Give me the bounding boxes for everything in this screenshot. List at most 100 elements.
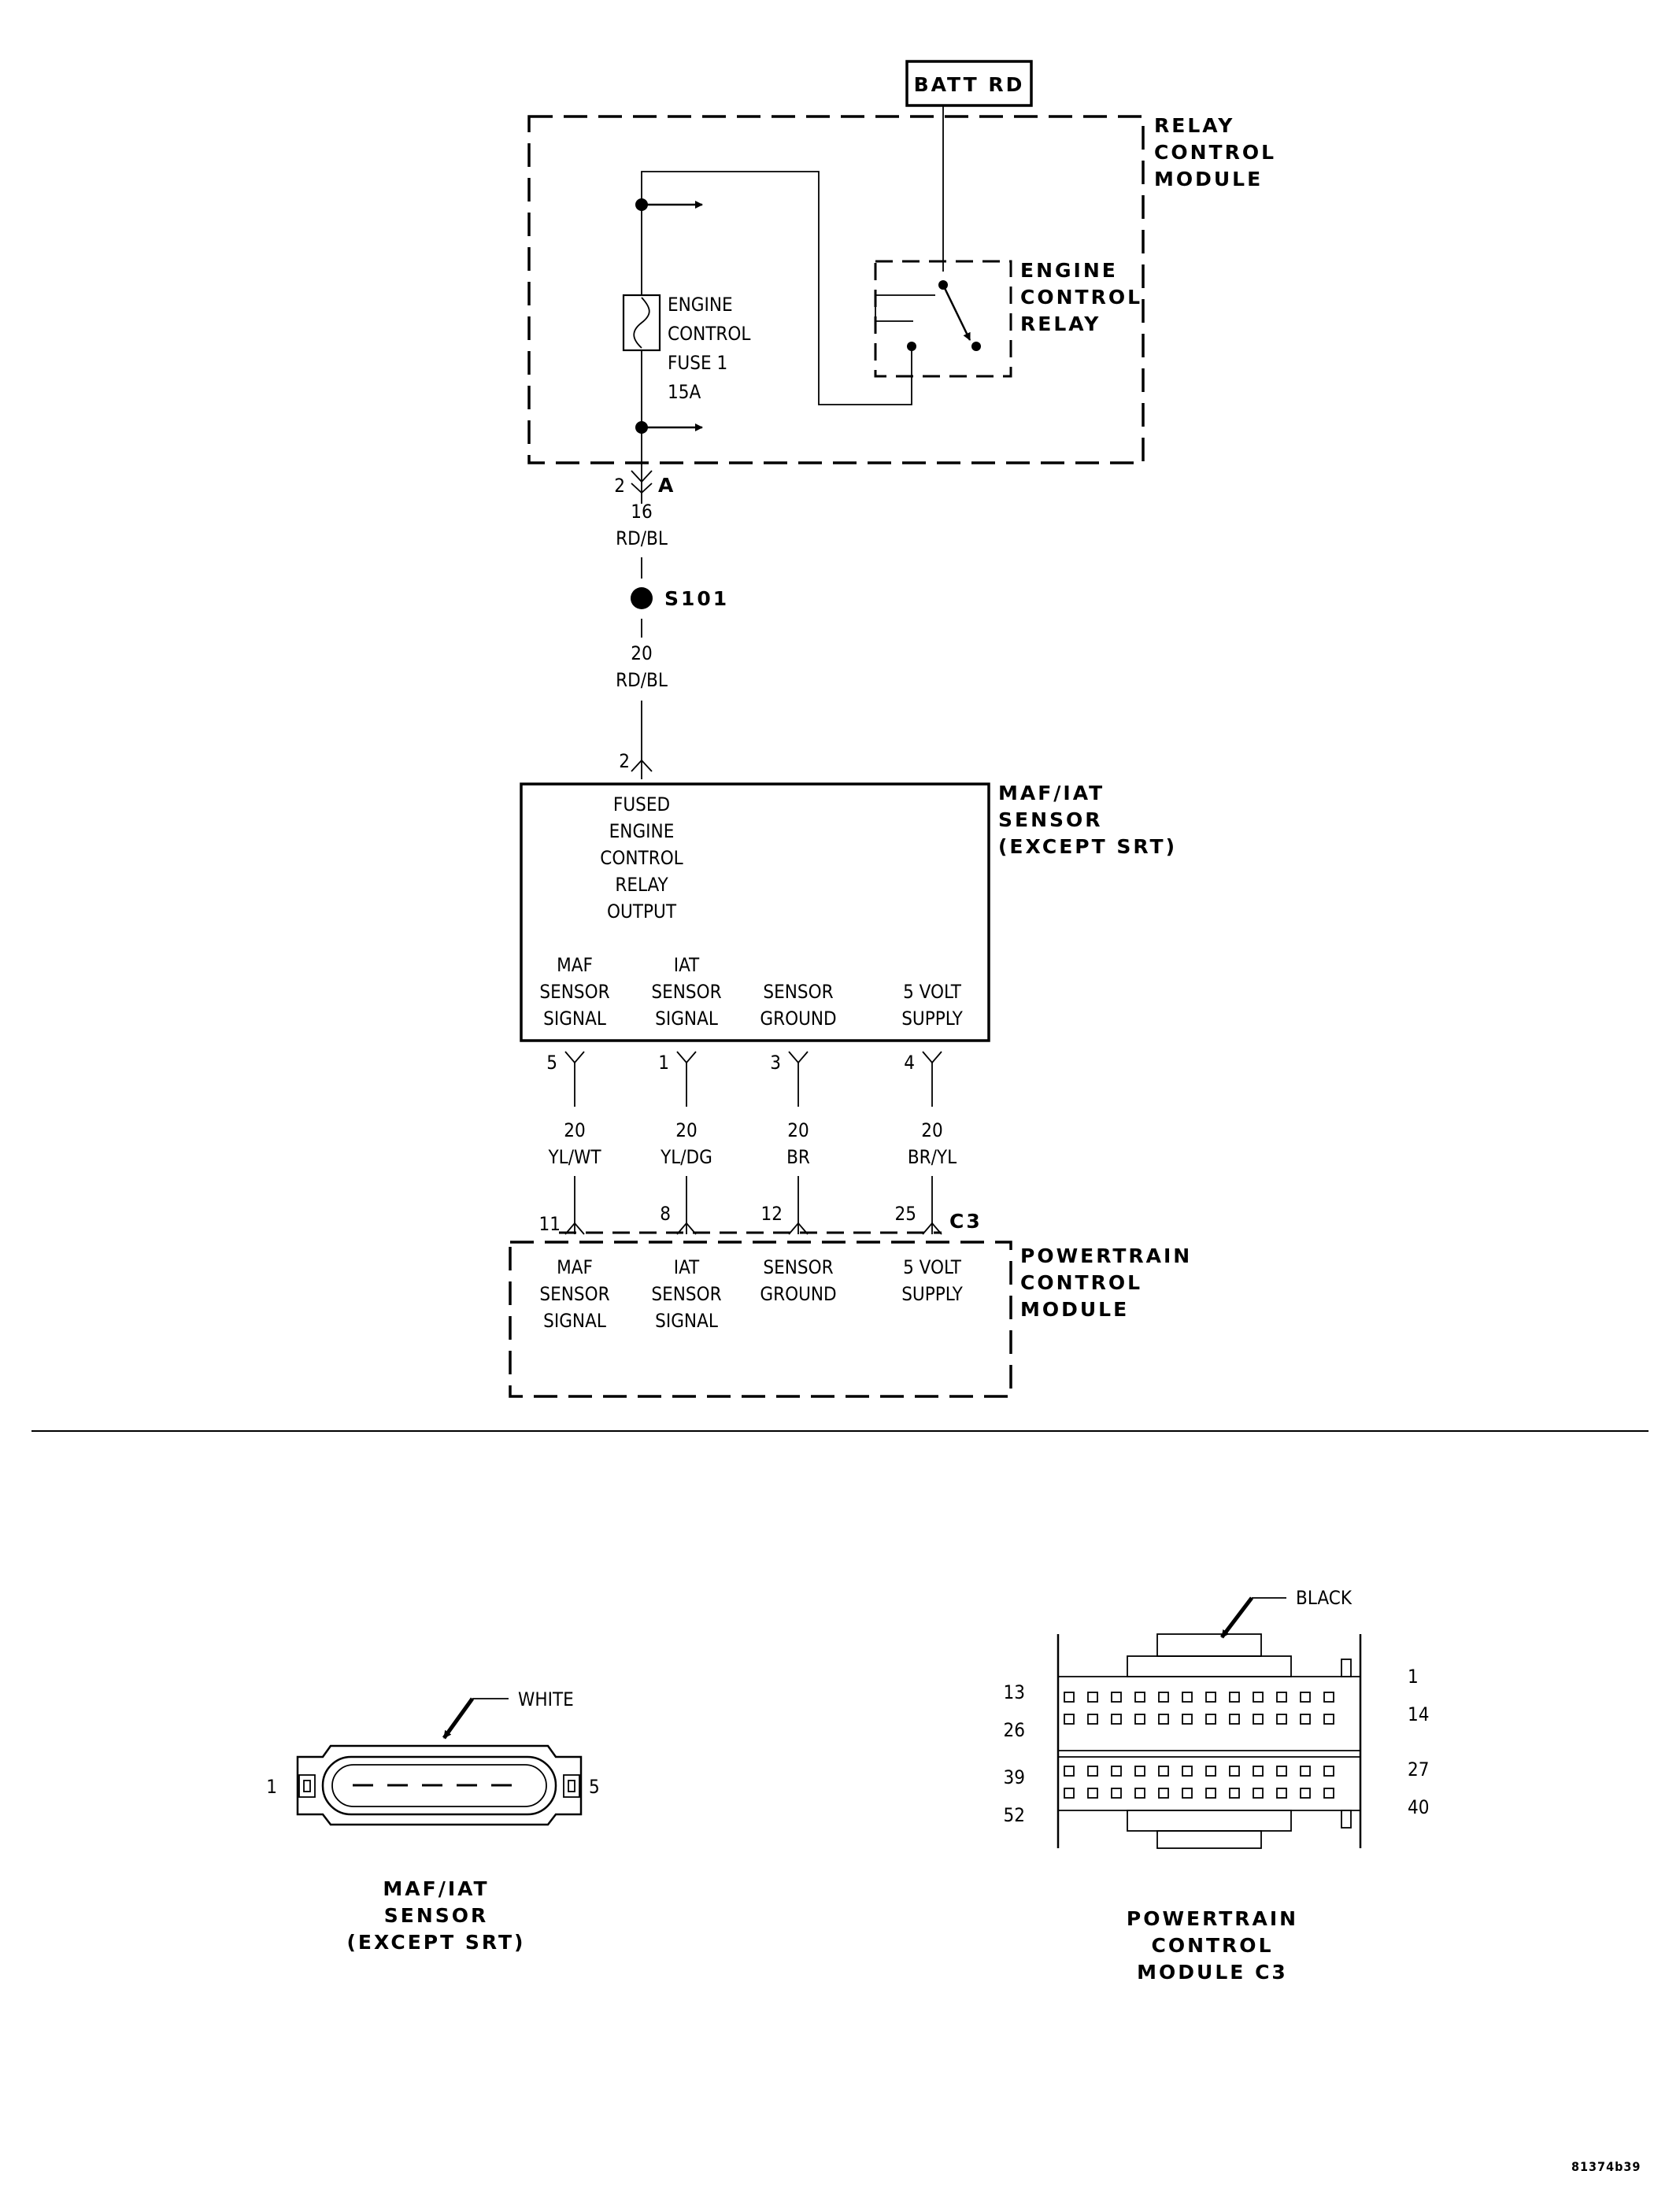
svg-text:5: 5	[546, 1052, 557, 1074]
powertrain-control-module-title: POWERTRAIN CONTROL MODULE	[1020, 1244, 1192, 1321]
svg-text:CONTROL: CONTROL	[1020, 1271, 1142, 1294]
svg-text:POWERTRAIN: POWERTRAIN	[1127, 1907, 1298, 1930]
svg-text:BR/YL: BR/YL	[908, 1146, 957, 1168]
svg-text:3: 3	[770, 1052, 781, 1074]
svg-text:11: 11	[539, 1213, 561, 1235]
svg-text:FUSED: FUSED	[613, 793, 670, 815]
maf-connector-color: WHITE	[518, 1688, 574, 1710]
svg-text:YL/WT: YL/WT	[547, 1146, 601, 1168]
relay-switch	[907, 280, 981, 351]
svg-text:POWERTRAIN: POWERTRAIN	[1020, 1244, 1192, 1267]
svg-text:1: 1	[658, 1052, 669, 1074]
pcm-pin-40: 40	[1408, 1796, 1429, 1818]
svg-text:SIGNAL: SIGNAL	[543, 1310, 606, 1332]
pcm-pin-26: 26	[1004, 1719, 1025, 1741]
connector-a-symbol	[631, 457, 653, 504]
maf-connector-pin-5: 5	[589, 1776, 600, 1798]
svg-text:ENGINE: ENGINE	[668, 294, 733, 316]
fuse-symbol	[622, 294, 661, 352]
svg-text:20: 20	[564, 1119, 585, 1141]
circuit-sensor-ground: SENSOR GROUND 3 20 BR 12 SENSOR GROUND	[760, 981, 836, 1305]
wire-a-gauge: 16	[631, 501, 652, 523]
svg-text:SENSOR: SENSOR	[651, 1283, 721, 1305]
circuit-iat-sensor-signal: IAT SENSOR SIGNAL 1 20 YL/DG 8 IAT SENSO…	[651, 954, 721, 1332]
wire-a-color: RD/BL	[616, 527, 668, 549]
wire-b-color: RD/BL	[616, 669, 668, 691]
white-pointer-arrow	[442, 1697, 475, 1740]
svg-text:CONTROL: CONTROL	[1154, 141, 1276, 164]
svg-text:SENSOR: SENSOR	[539, 1283, 609, 1305]
connector-a-pin: 2	[614, 475, 625, 497]
fused-output-label: FUSED ENGINE CONTROL RELAY OUTPUT	[600, 793, 683, 923]
batt-rd-box: BATT RD	[905, 60, 1033, 107]
pcm-pin-52: 52	[1004, 1804, 1025, 1826]
svg-text:SENSOR: SENSOR	[384, 1904, 489, 1927]
svg-text:SENSOR: SENSOR	[763, 1256, 833, 1278]
pcm-pin-13: 13	[1004, 1681, 1025, 1703]
svg-text:SIGNAL: SIGNAL	[543, 1008, 606, 1030]
maf-iat-sensor-box	[520, 782, 990, 1042]
engine-control-relay-title: ENGINE CONTROL RELAY	[1020, 259, 1142, 335]
svg-text:GROUND: GROUND	[760, 1283, 836, 1305]
svg-text:SUPPLY: SUPPLY	[901, 1283, 963, 1305]
circuit-maf-sensor-signal: MAF SENSOR SIGNAL 5 20 YL/WT 11 MAF SENS…	[539, 954, 610, 1332]
svg-text:MAF: MAF	[557, 1256, 593, 1278]
svg-text:IAT: IAT	[674, 954, 700, 976]
svg-text:SENSOR: SENSOR	[998, 808, 1103, 831]
svg-text:(EXCEPT SRT): (EXCEPT SRT)	[346, 1931, 525, 1954]
figure-id: 81374b39	[1571, 2159, 1641, 2174]
relay-output-wire	[641, 171, 912, 457]
svg-text:SIGNAL: SIGNAL	[655, 1310, 718, 1332]
svg-text:8: 8	[660, 1203, 671, 1225]
svg-text:MODULE: MODULE	[1020, 1298, 1129, 1321]
maf-pin2-connector	[631, 759, 653, 772]
svg-text:20: 20	[787, 1119, 809, 1141]
pcm-pin-39: 39	[1004, 1766, 1025, 1788]
svg-text:OUTPUT: OUTPUT	[607, 900, 677, 923]
svg-text:YL/DG: YL/DG	[660, 1146, 712, 1168]
svg-text:20: 20	[675, 1119, 697, 1141]
svg-text:CONTROL: CONTROL	[600, 847, 683, 869]
pcm-connector-face	[1056, 1633, 1362, 1849]
svg-text:4: 4	[904, 1052, 915, 1074]
pcm-c3-label: C3	[949, 1210, 982, 1233]
svg-text:ENGINE: ENGINE	[1020, 259, 1118, 282]
svg-text:12: 12	[761, 1203, 783, 1225]
svg-text:CONTROL: CONTROL	[668, 323, 750, 345]
svg-text:CONTROL: CONTROL	[1151, 1934, 1273, 1957]
svg-text:25: 25	[895, 1203, 916, 1225]
svg-text:SENSOR: SENSOR	[539, 981, 609, 1003]
svg-text:5 VOLT: 5 VOLT	[903, 1256, 962, 1278]
pcm-pin-14: 14	[1408, 1703, 1429, 1725]
fuse-label: ENGINE CONTROL FUSE 1 15A	[668, 294, 750, 403]
connector-a-name: A	[658, 474, 675, 497]
batt-rd-label: BATT RD	[914, 73, 1025, 96]
svg-text:MAF/IAT: MAF/IAT	[998, 782, 1105, 804]
svg-text:RELAY: RELAY	[1020, 312, 1101, 335]
svg-text:20: 20	[921, 1119, 942, 1141]
wire-b-gauge: 20	[631, 642, 652, 664]
svg-text:FUSE 1: FUSE 1	[668, 352, 727, 374]
svg-text:SENSOR: SENSOR	[763, 981, 833, 1003]
svg-text:MODULE C3: MODULE C3	[1137, 1961, 1288, 1984]
svg-text:CONTROL: CONTROL	[1020, 286, 1142, 309]
svg-text:SUPPLY: SUPPLY	[901, 1008, 963, 1030]
black-pointer-arrow	[1220, 1596, 1253, 1639]
maf-connector-pin-1: 1	[266, 1776, 277, 1798]
svg-text:SIGNAL: SIGNAL	[655, 1008, 718, 1030]
svg-text:SENSOR: SENSOR	[651, 981, 721, 1003]
svg-text:15A: 15A	[668, 381, 701, 403]
maf-iat-sensor-title: MAF/IAT SENSOR (EXCEPT SRT)	[998, 782, 1175, 858]
svg-text:5 VOLT: 5 VOLT	[903, 981, 962, 1003]
maf-connector-caption: MAF/IAT SENSOR (EXCEPT SRT)	[346, 1877, 525, 1954]
maf-connector-face	[296, 1744, 583, 1826]
svg-text:ENGINE: ENGINE	[609, 820, 675, 842]
splice-s101-label: S101	[664, 587, 729, 610]
splice-s101-dot	[631, 587, 653, 609]
svg-text:GROUND: GROUND	[760, 1008, 836, 1030]
circuit-5-volt-supply: 5 VOLT SUPPLY 4 20 BR/YL 25 5 VOLT SUPPL…	[895, 981, 964, 1305]
powertrain-control-module-box	[509, 1241, 1012, 1398]
pcm-pin-1: 1	[1408, 1666, 1419, 1688]
relay-control-module-box	[527, 115, 1145, 464]
